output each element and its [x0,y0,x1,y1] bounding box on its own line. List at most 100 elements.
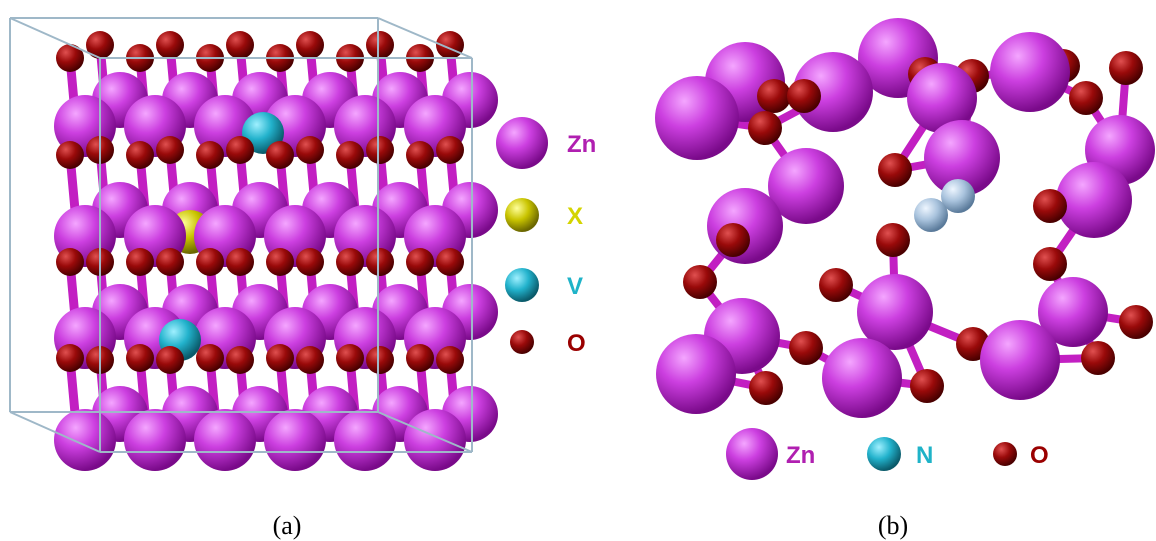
o-atom [196,141,224,169]
panel-a-structure [9,17,498,471]
o-atom [156,346,184,374]
zn-atom [194,409,256,471]
panel-a-caption: (a) [273,511,302,540]
o-atom [366,248,394,276]
panel-a-legend: ZnX V O [496,117,596,357]
o-atom [789,331,823,365]
zn-atom [980,320,1060,400]
o-atom [156,248,184,276]
o-atom [787,79,821,113]
o-atom [1109,51,1143,85]
o-atom [683,265,717,299]
o-atom [748,111,782,145]
zn-atom [924,120,1000,196]
o-atom [156,136,184,164]
o-atom [1081,341,1115,375]
zn-atom [857,274,933,350]
legend-label-n: N [916,442,933,469]
o-atom [366,136,394,164]
o-atom [196,344,224,372]
o-atom [336,248,364,276]
zn-atom [404,409,466,471]
legend-swatch-n [867,437,901,471]
legend-swatch-v [505,268,539,302]
zn-atom [990,32,1070,112]
o-atom [296,346,324,374]
o-atom [56,141,84,169]
o-atom [296,136,324,164]
o-atom [406,344,434,372]
legend-swatch-zn [726,428,778,480]
o-atom [910,369,944,403]
o-atom [1069,81,1103,115]
o-atom [436,248,464,276]
zn-atom [907,63,977,133]
o-atom [1119,305,1153,339]
o-atom [366,31,394,59]
zn-atom [793,52,873,132]
legend-label-zn: Zn [786,442,815,469]
o-atom [757,79,791,113]
o-atom [266,344,294,372]
o-atom [406,248,434,276]
panel-a-atoms [54,31,498,471]
o-atom [296,31,324,59]
o-atom [749,371,783,405]
zn-atom [707,188,783,264]
zn-atom [768,148,844,224]
o-atom [876,223,910,257]
o-atom [819,268,853,302]
o-atom [436,346,464,374]
legend-label-o: O [567,330,586,357]
o-atom [436,136,464,164]
legend-swatch-o [993,442,1017,466]
o-atom [1033,189,1067,223]
o-atom [406,141,434,169]
o-atom [226,248,254,276]
zn-atom [1056,162,1132,238]
o-atom [86,31,114,59]
o-atom [126,344,154,372]
o-atom [266,141,294,169]
legend-label-v: V [567,273,583,300]
o-atom [1033,247,1067,281]
o-atom [878,153,912,187]
n-atom [914,198,948,232]
legend-label-zn: Zn [567,131,596,158]
o-atom [56,44,84,72]
o-atom [126,248,154,276]
zn-atom [264,409,326,471]
zn-atom [1038,277,1108,347]
zn-atom [655,76,739,160]
o-atom [226,346,254,374]
zn-atom [54,409,116,471]
o-atom [196,248,224,276]
o-atom [56,248,84,276]
o-atom [226,136,254,164]
panel-b-caption: (b) [878,511,908,540]
o-atom [716,223,750,257]
n-atom [941,179,975,213]
zn-atom [124,409,186,471]
o-atom [156,31,184,59]
panel-b-atoms [655,18,1155,418]
legend-swatch-o [510,330,534,354]
legend-label-x: X [567,203,583,230]
o-atom [56,344,84,372]
o-atom [336,141,364,169]
o-atom [126,141,154,169]
panel-a-unit-cell [9,17,473,453]
o-atom [296,248,324,276]
o-atom [226,31,254,59]
panel-b-structure [655,18,1155,418]
zn-atom [822,338,902,418]
legend-swatch-x [505,198,539,232]
o-atom [266,248,294,276]
zn-atom [656,334,736,414]
o-atom [336,344,364,372]
o-atom [366,346,394,374]
legend-swatch-zn [496,117,548,169]
zn-atom [334,409,396,471]
